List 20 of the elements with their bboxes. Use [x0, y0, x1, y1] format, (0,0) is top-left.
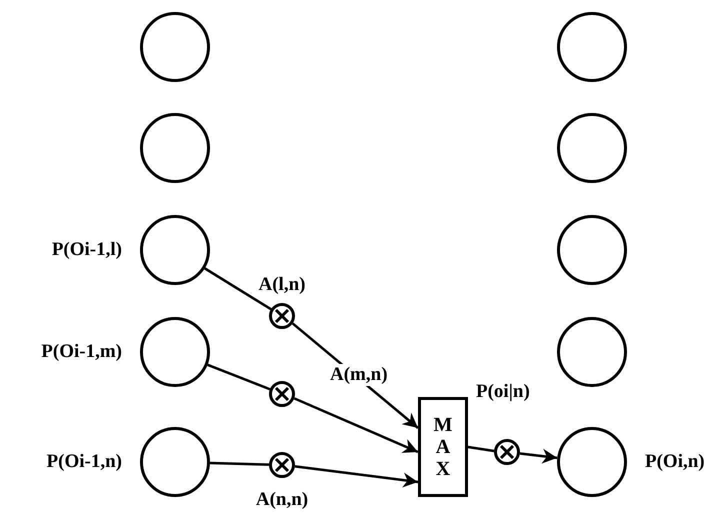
connector-line — [210, 462, 270, 466]
connector-line — [468, 446, 494, 452]
multiplier-symbol — [269, 452, 295, 478]
signal-label: A(m,n) — [330, 364, 388, 386]
node-label: P(Oi-1,l) — [52, 238, 122, 262]
node-label: P(Oi-1,n) — [46, 450, 122, 474]
node-label: A(l,n) — [258, 273, 306, 297]
arrow — [294, 397, 418, 454]
signal-label: P(oi|n) — [476, 381, 530, 403]
multiplier-symbol — [494, 439, 520, 465]
node-label: P(Oi,n) — [645, 450, 705, 474]
max-box — [418, 397, 468, 497]
arrow — [520, 448, 558, 464]
arrow — [294, 465, 418, 488]
node-label: P(Oi-1,m) — [41, 340, 122, 364]
multiplier-symbol — [269, 303, 295, 329]
node-label: A(n,n) — [254, 488, 310, 512]
multiplier-symbol — [269, 381, 295, 407]
box-label: M A X — [433, 414, 453, 480]
connector-line — [204, 267, 272, 310]
